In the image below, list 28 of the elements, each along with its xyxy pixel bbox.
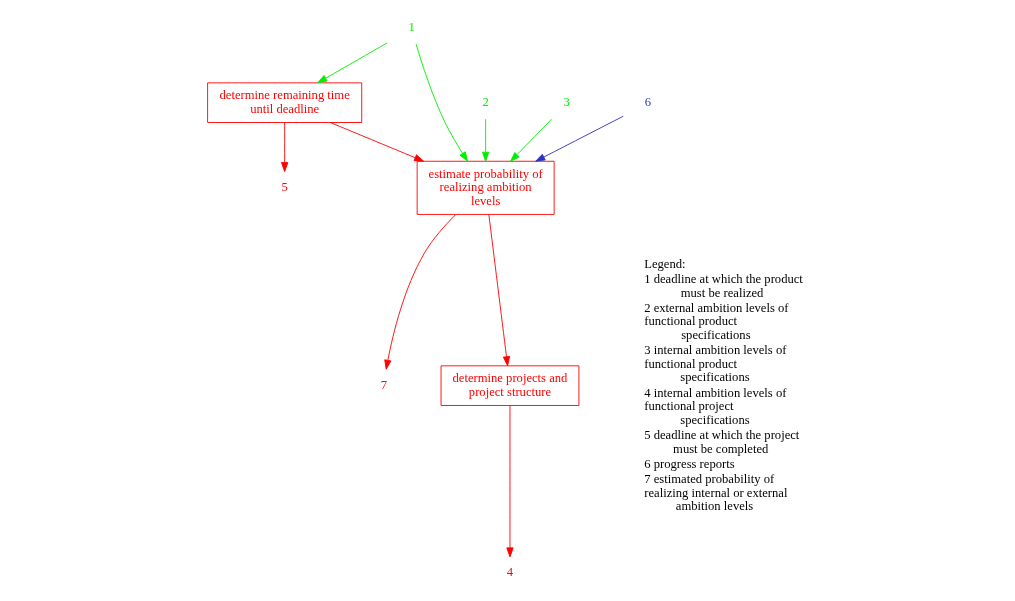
label: 4 internal ambition levels of functional project specifications [644,385,787,427]
arrow [506,405,514,558]
label: 1 deadline at which the product must be realized [644,272,803,300]
label: 6 progress reports [644,456,735,471]
label: Legend: [644,256,686,271]
arrow [281,122,289,173]
label: 7 estimated probability of realizing internal or external ambition levels [644,472,788,514]
arrow [415,43,468,162]
node-box: determine remaining time until deadline [207,82,363,123]
arrow [317,42,388,84]
arrow [488,214,511,367]
arrow [535,115,624,162]
node-text: 6 [644,95,652,110]
node-text: 4 [506,565,514,580]
arrow [384,214,457,370]
node-text: 7 [380,378,387,392]
node-box: estimate probability of realizing ambition levels [416,160,555,215]
label: 3 internal ambition levels of functional product specifications [644,343,787,385]
label: 2 external ambition levels of functional product specifications [644,300,789,342]
node-text: 3 [563,95,570,110]
node-box: determine projects and project structure [440,365,580,406]
arrow [330,122,425,162]
label: 5 deadline at which the project must be completed [644,428,800,456]
node-text: 2 [482,95,489,110]
arrow [510,118,552,162]
node-text: 1 [408,20,415,35]
node-text: 5 [281,180,288,195]
arrow [482,118,490,162]
